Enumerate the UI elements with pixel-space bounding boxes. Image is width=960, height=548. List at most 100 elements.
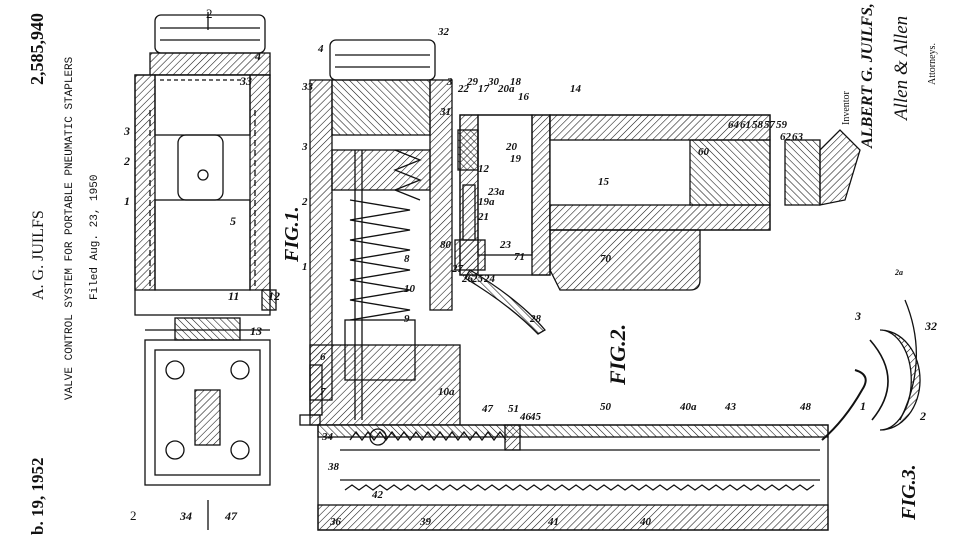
ref-numeral: 28 [529, 313, 542, 325]
ref-numeral: 48 [799, 401, 812, 413]
ref-numeral: 15 [598, 176, 610, 188]
ref-numeral: 9 [404, 313, 410, 325]
ref-numeral: 46 [519, 411, 532, 423]
ref-numeral: 39 [419, 516, 432, 528]
ref-numeral: 29 [466, 76, 479, 88]
ref-numeral: 4 [254, 49, 261, 63]
ref-numeral: 45 [529, 411, 542, 423]
ref-numeral: 17 [478, 83, 490, 95]
inventor-label: Inventor [841, 90, 852, 125]
patent-header: b. 19, 1952 A. G. JUILFS 2,585,940 VALVE… [27, 13, 101, 535]
ref-numeral: 19 [510, 153, 522, 165]
ref-numeral: 2 [301, 196, 308, 208]
ref-numeral: 38 [327, 461, 340, 473]
ref-numeral: 50 [600, 401, 612, 413]
ref-numeral: 10a [438, 386, 455, 398]
ref-numeral: 40a [679, 401, 697, 413]
figure-3-drawing [869, 299, 921, 431]
ref-numeral: 59 [776, 119, 788, 131]
header-patent-number: 2,585,940 [27, 13, 47, 85]
signature-block: Inventor ALBERT G. JUILFS, Allen & Allen… [841, 3, 938, 149]
ref-numeral: 33 [239, 74, 252, 88]
ref-numeral: 2 [919, 409, 926, 423]
ref-numeral: 12 [268, 289, 280, 303]
ref-numeral: 58 [752, 119, 764, 131]
ref-numeral: 1 [860, 399, 866, 413]
ref-numeral: 1 [124, 194, 130, 208]
figure-2-drawing [299, 39, 867, 531]
ref-numeral: 10 [404, 283, 416, 295]
ref-numeral: 60 [698, 146, 710, 158]
figure-3-numerals: 3 32 1 2 2a [854, 268, 937, 423]
ref-numeral: 14 [570, 83, 582, 95]
ref-numeral: 20a [497, 83, 515, 95]
ref-numeral: 5 [230, 214, 236, 228]
ref-numeral: 4 [317, 43, 324, 55]
ref-numeral: 7 [320, 386, 326, 398]
ref-numeral: 13 [250, 324, 262, 338]
figure-1-numerals: 4 33 3 2 1 5 11 13 12 34 47 [123, 49, 280, 523]
ref-numeral: 12 [478, 163, 490, 175]
figure-1-drawing [134, 12, 277, 530]
ref-numeral: 18 [510, 76, 522, 88]
ref-numeral: 61 [740, 119, 751, 131]
ref-numeral: 40 [639, 516, 652, 528]
figure-2-numerals-lower: 10a 7 47 51 46 45 50 40a 43 48 34 38 36 … [320, 386, 812, 528]
ref-numeral: 25 [471, 273, 484, 285]
ref-numeral: 11 [228, 289, 239, 303]
ref-numeral: 2 [123, 154, 130, 168]
ref-numeral: 3 [301, 141, 308, 153]
ref-numeral: 3 [123, 124, 130, 138]
ref-numeral: 33 [301, 81, 314, 93]
ref-numeral: 16 [518, 91, 530, 103]
ref-numeral: 42 [371, 489, 384, 501]
figure-2-numerals-upper: 4 33 3 2 1 32 31 3 22 29 17 30 20a 18 16… [301, 26, 804, 363]
ref-numeral: 3 [446, 76, 453, 88]
ref-numeral: 30 [487, 76, 500, 88]
inventor-name: ALBERT G. JUILFS, [859, 3, 876, 149]
ref-numeral: 62 [780, 131, 792, 143]
ref-numeral: 47 [224, 509, 238, 523]
ref-numeral: 32 [924, 319, 937, 333]
ref-numeral: 47 [481, 403, 494, 415]
ref-numeral: 34 [321, 431, 334, 443]
ref-numeral: 19a [478, 196, 495, 208]
figure-2-label: FIG.2. [605, 324, 630, 386]
figure-1-label: FIG.1. [281, 206, 303, 263]
header-filed-date: Filed Aug. 23, 1950 [89, 175, 101, 300]
ref-numeral: 24 [483, 273, 496, 285]
ref-numeral: 23 [499, 239, 512, 251]
section-mark-bottom: 2 [130, 508, 137, 523]
ref-numeral: 51 [508, 403, 519, 415]
ref-numeral: 71 [514, 251, 525, 263]
ref-numeral: 6 [320, 351, 326, 363]
ref-numeral: 41 [547, 516, 559, 528]
ref-numeral: 63 [792, 131, 804, 143]
ref-numeral: 70 [600, 253, 612, 265]
figure-3-label: FIG.3. [898, 464, 920, 521]
ref-numeral: 64 [728, 119, 740, 131]
attorneys-label: Attorneys. [927, 43, 938, 85]
ref-numeral: 20 [505, 141, 518, 153]
ref-numeral: 57 [764, 119, 776, 131]
header-title: VALVE CONTROL SYSTEM FOR PORTABLE PNEUMA… [64, 56, 76, 400]
attorney-signature: Allen & Allen [891, 16, 912, 122]
header-date: b. 19, 1952 [28, 458, 47, 535]
section-mark-top: 2 [206, 6, 213, 21]
ref-numeral: 34 [179, 509, 192, 523]
ref-numeral: 23a [487, 186, 505, 198]
ref-numeral: 27 [451, 263, 464, 275]
ref-numeral: 2a [894, 268, 903, 277]
ref-numeral: 1 [302, 261, 308, 273]
ref-numeral: 80 [440, 239, 452, 251]
ref-numeral: 36 [329, 516, 342, 528]
ref-numeral: 43 [724, 401, 737, 413]
ref-numeral: 26 [461, 273, 474, 285]
ref-numeral: 31 [439, 106, 451, 118]
ref-numeral: 8 [404, 253, 410, 265]
ref-numeral: 22 [457, 83, 470, 95]
ref-numeral: 3 [854, 309, 861, 323]
ref-numeral: 21 [477, 211, 489, 223]
